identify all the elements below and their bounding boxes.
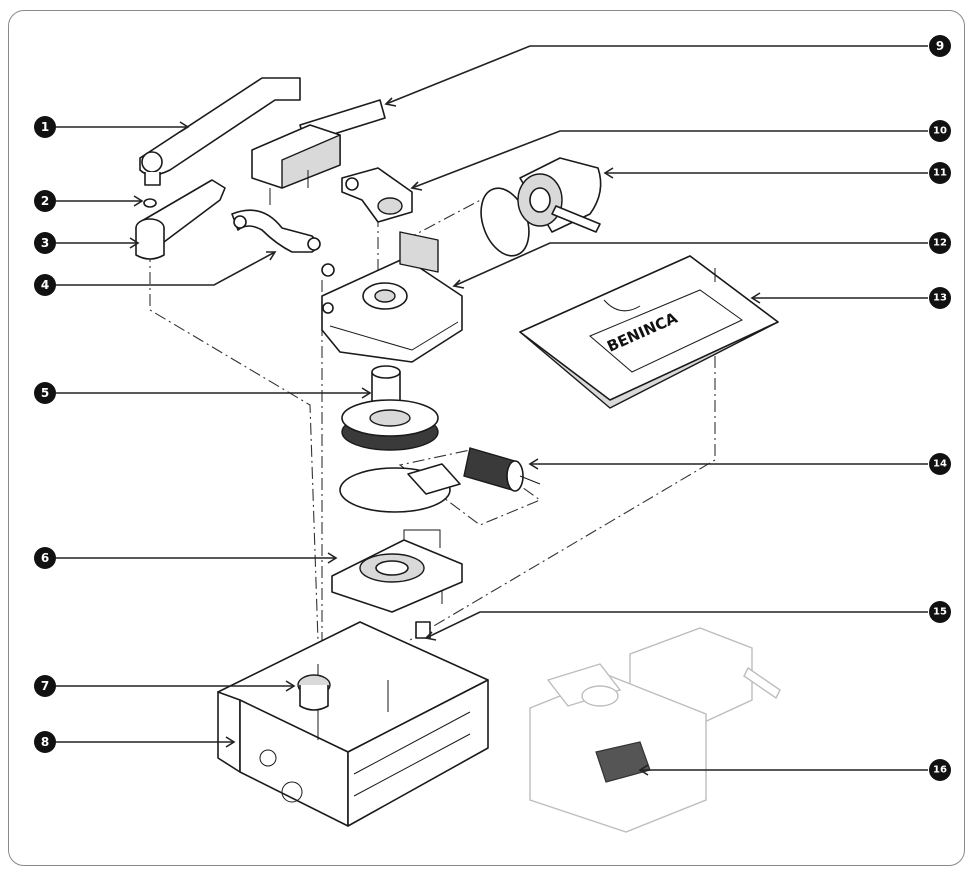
callout-7-label: 7 [41,679,49,693]
part-1-lever-arm [139,77,301,186]
callout-10-label: 10 [933,126,947,137]
callout-9: 9 [929,35,951,57]
callout-3: 3 [34,232,56,254]
callout-8: 8 [34,731,56,753]
callout-9-label: 9 [936,39,944,53]
part-12-upper-housing [321,231,463,363]
callout-6-label: 6 [41,551,49,565]
callout-13: 13 [929,287,951,309]
callout-11-label: 11 [933,168,947,179]
callout-10: 10 [929,120,951,142]
callout-1: 1 [34,116,56,138]
callout-4: 4 [34,274,56,296]
callout-15: 15 [929,601,951,623]
part-6-lower-housing [331,529,463,613]
callout-11: 11 [929,162,951,184]
callout-5: 5 [34,382,56,404]
part-5-gear [341,365,439,451]
leader-lines [56,45,928,776]
callout-5-label: 5 [41,386,49,400]
callout-4-label: 4 [41,278,49,292]
callout-7: 7 [34,675,56,697]
callout-13-label: 13 [933,293,947,304]
part-7-pinion [297,674,331,711]
callout-14: 14 [929,453,951,475]
callout-12-label: 12 [933,238,947,249]
part-14-worm-screw [339,447,541,513]
callout-2-label: 2 [41,194,49,208]
callout-1-label: 1 [41,120,49,134]
callout-2: 2 [34,190,56,212]
diagram-frame [8,10,965,866]
callout-8-label: 8 [41,735,49,749]
part-13-cover: BENINCA [519,255,779,409]
part-2-washer [143,198,157,208]
callout-3-label: 3 [41,236,49,250]
callout-6: 6 [34,547,56,569]
part-8-base-box [217,621,489,827]
part-3-short-lever [135,179,226,260]
callout-16: 16 [929,759,951,781]
part-4-curved-arm [231,209,321,253]
part-9-limit-switch [251,99,386,205]
callout-16-label: 16 [933,765,947,776]
callout-12: 12 [929,232,951,254]
callout-15-label: 15 [933,607,947,618]
part-10-bracket [341,167,413,223]
part-11-motor [480,157,602,257]
part-16-assembled-operator [529,627,781,833]
callout-14-label: 14 [933,459,947,470]
